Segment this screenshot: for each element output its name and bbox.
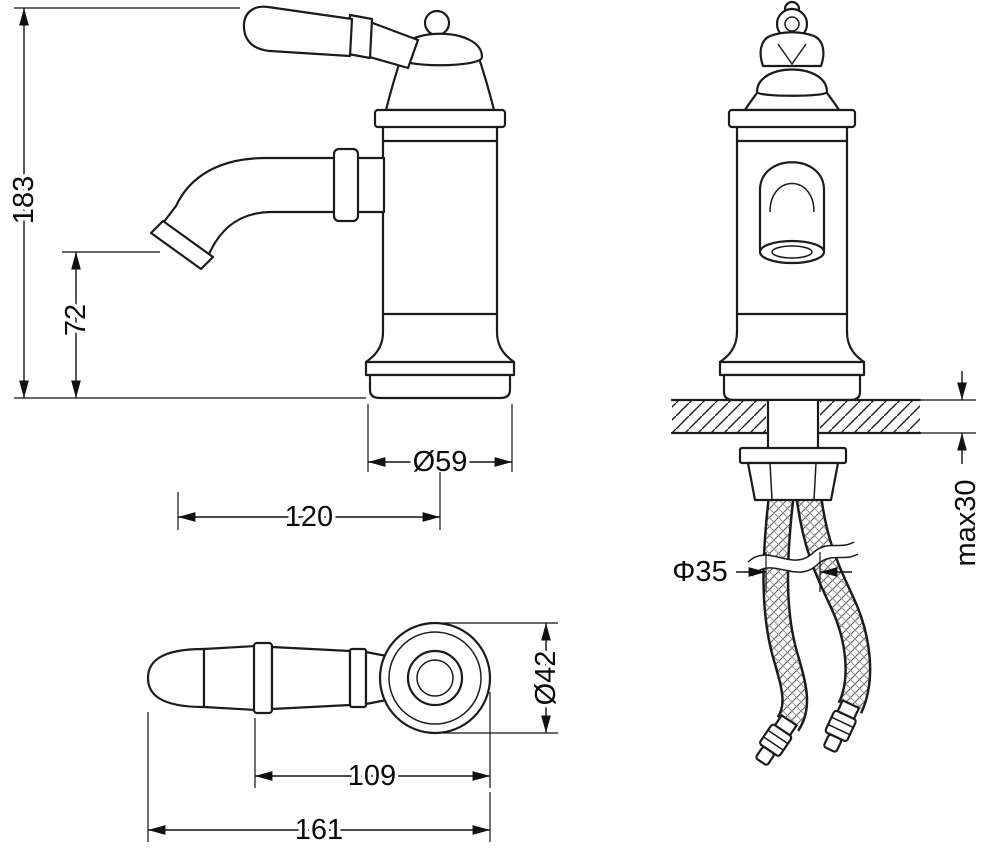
body-top-flange	[373, 108, 507, 129]
body-column-side	[735, 125, 849, 334]
hose-left-braid	[764, 488, 806, 731]
dim-label-max-thickness: max30	[950, 479, 982, 566]
spout-outlet	[149, 219, 215, 271]
head-circle-2	[388, 631, 482, 725]
head-circle-inner	[416, 659, 454, 697]
base-plate	[368, 373, 512, 400]
hose-fitting-right	[823, 699, 861, 753]
handle-dome-side	[755, 68, 829, 97]
spout-aperture	[758, 239, 826, 265]
dim-ext-lines	[443, 622, 558, 734]
front-view: 183 72 Ø59 120	[5, 5, 516, 537]
handle-ring-top	[348, 647, 368, 709]
dim-label-base-diameter: Ø59	[413, 446, 468, 478]
base-plate-side	[722, 373, 862, 402]
dim-label-handle-total: 161	[295, 814, 343, 846]
washer	[738, 446, 848, 465]
dim-ext-lines	[147, 712, 491, 842]
base-flange	[364, 360, 516, 377]
dim-label-spout-height: 72	[60, 304, 92, 336]
spout-front-arch-inner	[769, 182, 815, 213]
dim-handle-center: 109	[254, 692, 491, 796]
handle-arm	[270, 645, 352, 711]
base-flange-side	[718, 360, 866, 377]
mounting-hole	[768, 401, 818, 448]
lever-notch	[777, 43, 807, 66]
fitting-stub	[755, 746, 775, 766]
spout-front-arch	[758, 161, 826, 252]
handle-grip	[202, 644, 258, 712]
body-flare	[364, 330, 516, 364]
body-flare-side	[718, 330, 866, 364]
supply-hoses	[762, 488, 872, 732]
fitting-facets	[763, 729, 789, 751]
dim-label-handle-center: 109	[348, 760, 396, 792]
mounting-nut	[746, 461, 840, 502]
handle-grip-end	[146, 647, 206, 709]
dim-ext-lines	[920, 399, 976, 434]
dim-max-deck-thickness: max30	[920, 371, 986, 570]
dim-spout-height: 72	[57, 251, 160, 398]
spout-collar	[332, 147, 360, 223]
top-view: Ø42 109 161	[146, 621, 566, 850]
handle-collar-top	[252, 641, 274, 715]
body-column	[381, 125, 499, 334]
shank	[766, 398, 820, 450]
dim-label-hole-diameter: Φ35	[672, 556, 727, 588]
body-top-flange-side	[727, 108, 857, 129]
dim-label-total-height: 183	[8, 176, 40, 224]
dim-handle-total: 161	[147, 712, 491, 850]
side-view: Φ35 max30	[669, 0, 986, 766]
dim-base-diameter: Ø59	[367, 404, 513, 482]
dim-label-spout-reach: 120	[285, 501, 333, 533]
fitting-facets	[827, 716, 854, 736]
lever-end-on	[759, 31, 825, 68]
dim-ext-lines	[14, 7, 366, 399]
lever-grip	[242, 5, 354, 58]
dim-head-diameter: Ø42	[443, 622, 566, 734]
hose-right-braid	[797, 488, 869, 713]
dim-total-height: 183	[5, 7, 366, 399]
dim-hole-diameter: Φ35	[669, 552, 852, 592]
dim-ext-lines	[177, 472, 441, 530]
handle-screw-cap	[423, 9, 451, 37]
dim-label-head-diameter: Ø42	[530, 651, 562, 706]
hose-fitting-left	[755, 714, 798, 766]
fitting-stub	[823, 733, 843, 753]
nut-facets	[769, 462, 817, 501]
counter-hatch-right	[820, 401, 920, 432]
handle-ring-inner	[784, 16, 800, 32]
counter-hatch-left	[672, 401, 766, 432]
dim-spout-reach: 120	[177, 472, 441, 537]
lever-taper	[364, 20, 420, 70]
head-circle-3	[406, 649, 464, 707]
spout-aperture-inner	[771, 245, 813, 259]
